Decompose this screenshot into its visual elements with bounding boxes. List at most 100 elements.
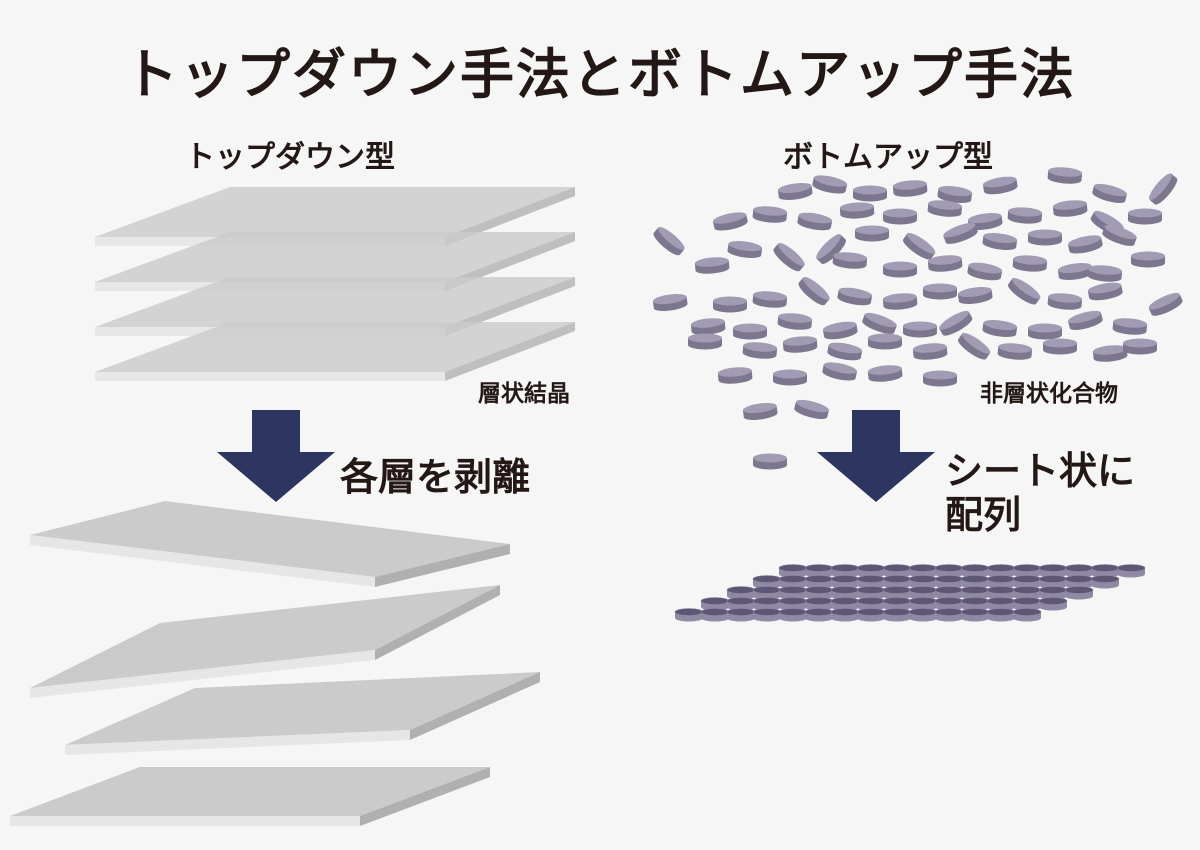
- compound-disc: [853, 185, 887, 202]
- disc-bottom: [1007, 283, 1037, 305]
- disc-top: [908, 586, 938, 594]
- compound-disc: [937, 185, 973, 203]
- disc-top: [928, 200, 963, 210]
- compound-disc: [1148, 292, 1183, 316]
- disc-top: [796, 399, 829, 413]
- compound-disc: [742, 342, 778, 359]
- compound-disc: [912, 343, 948, 360]
- disc-top: [1087, 282, 1122, 294]
- disc-bottom: [909, 614, 937, 622]
- disc-bottom: [713, 303, 747, 313]
- compound-disc: [982, 232, 1018, 250]
- compound-disc: [882, 293, 918, 310]
- compound-disc: [1123, 338, 1157, 355]
- sheet-side-edge: [375, 585, 500, 660]
- arranged-disc: [934, 608, 964, 622]
- disc-bottom: [798, 282, 826, 306]
- arranged-disc: [726, 608, 756, 622]
- compound-disc: [883, 261, 917, 278]
- disc-top: [1012, 597, 1042, 605]
- disc-top: [804, 597, 834, 605]
- disc-top: [1123, 338, 1157, 348]
- compound-disc: [1068, 310, 1103, 331]
- disc-top: [822, 321, 857, 333]
- arranged-disc: [1038, 597, 1068, 611]
- arranged-disc: [986, 608, 1016, 622]
- compound-disc: [812, 175, 848, 194]
- compound-disc: [777, 182, 813, 200]
- layer-top-face: [95, 187, 575, 237]
- compound-disc: [892, 180, 928, 197]
- exfoliate-label: 各層を剥離: [340, 455, 531, 499]
- disc-top: [778, 586, 808, 594]
- disc-top: [657, 227, 685, 250]
- arranged-disc: [700, 608, 730, 622]
- disc-bottom: [1123, 345, 1157, 355]
- compound-disc: [773, 243, 805, 272]
- disc-top: [1052, 200, 1087, 210]
- disc-top: [1104, 224, 1137, 240]
- disc-top: [712, 212, 747, 224]
- disc-top: [906, 232, 936, 254]
- layer-side-edge: [445, 187, 575, 246]
- compound-disc: [1012, 255, 1048, 272]
- arranged-disc: [908, 608, 938, 622]
- disc-top: [957, 286, 992, 298]
- arranged-disc: [960, 608, 990, 622]
- compound-disc: [1092, 345, 1128, 362]
- disc-top: [1090, 575, 1120, 583]
- disc-top: [1008, 207, 1043, 217]
- disc-top: [688, 333, 722, 343]
- disc-top: [753, 291, 788, 301]
- disc-bottom: [831, 614, 859, 622]
- layered-crystal-stack: [95, 187, 575, 381]
- disc-top: [864, 312, 897, 328]
- layer-side-edge: [445, 232, 575, 291]
- compound-disc: [939, 310, 973, 336]
- disc-top: [1012, 608, 1042, 616]
- compound-disc: [1128, 208, 1162, 225]
- compound-disc: [653, 227, 685, 256]
- disc-top: [903, 321, 937, 331]
- compound-disc: [727, 240, 763, 258]
- disc-bottom: [653, 232, 681, 256]
- disc-bottom: [821, 239, 846, 264]
- disc-top: [882, 597, 912, 605]
- disc-top: [713, 296, 747, 306]
- disc-top: [778, 608, 808, 616]
- layer-side-edge: [445, 322, 575, 381]
- disc-top: [830, 564, 860, 572]
- disc-top: [804, 564, 834, 572]
- disc-top: [823, 362, 858, 374]
- disc-bottom: [714, 219, 748, 231]
- disc-top: [1057, 262, 1092, 274]
- disc-bottom: [935, 614, 963, 622]
- compound-disc: [1007, 207, 1043, 224]
- compound-disc: [773, 369, 807, 386]
- compound-disc: [753, 453, 787, 470]
- disc-top: [908, 564, 938, 572]
- disc-top: [802, 277, 830, 300]
- disc-top: [777, 182, 812, 194]
- disc-bottom: [942, 316, 973, 336]
- compound-disc: [742, 402, 778, 420]
- disc-bottom: [1092, 190, 1126, 204]
- down-arrow-icon: [217, 410, 335, 502]
- arranged-disc: [1064, 586, 1094, 600]
- compound-disc: [652, 293, 688, 311]
- disc-top: [1064, 575, 1094, 583]
- disc-top: [882, 293, 917, 303]
- disc-bottom: [961, 614, 989, 622]
- disc-bottom: [1131, 258, 1165, 268]
- disc-top: [742, 402, 777, 414]
- exfoliated-sheets: [10, 501, 540, 826]
- disc-bottom: [868, 340, 902, 350]
- compound-disc: [733, 323, 767, 340]
- disc-bottom: [822, 369, 856, 381]
- disc-top: [1113, 318, 1148, 328]
- exfoliated-sheet: [65, 672, 540, 755]
- disc-top: [752, 597, 782, 605]
- compound-disc: [1087, 282, 1123, 301]
- disc-top: [967, 212, 1002, 224]
- compound-disc: [694, 257, 730, 274]
